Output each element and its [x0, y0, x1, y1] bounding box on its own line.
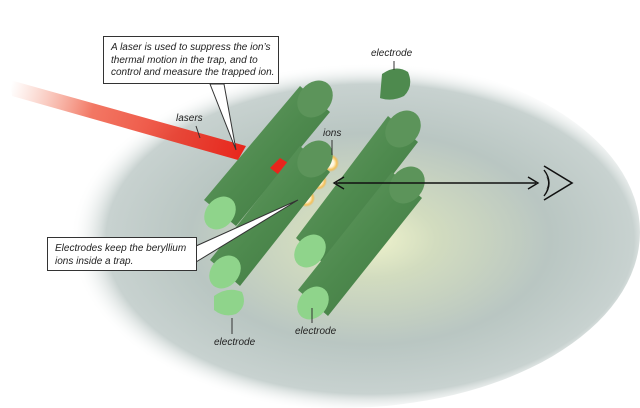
electrode-rod-back-right: [294, 110, 421, 268]
callout-laser-line: control and measure the trapped ion.: [111, 67, 275, 78]
callout-electrodes: Electrodes keep the beryllium ions insid…: [47, 237, 197, 271]
laser-beam: [10, 80, 246, 160]
callout-electrodes-line: Electrodes keep the beryllium: [55, 243, 187, 254]
label-electrode-bottom-right: electrode: [295, 326, 337, 337]
callout-electrodes-line: ions inside a trap.: [55, 255, 134, 267]
electrode-rod-front-right: [297, 166, 425, 320]
electrode-cap-top: [380, 68, 411, 100]
label-electrode-top: electrode: [371, 48, 413, 59]
callout-laser-pointer: [209, 83, 237, 151]
leader-lasers: [195, 125, 201, 139]
label-lasers: lasers: [176, 113, 203, 124]
electrode-rod-back-left: [204, 80, 333, 230]
callout-laser: A laser is used to suppress the ion’s th…: [103, 36, 279, 84]
label-ions: ions: [323, 128, 342, 139]
eye-icon: [543, 165, 574, 201]
callout-laser-line: A laser is used to suppress the ion’s: [111, 42, 271, 53]
callout-laser-line: thermal motion in the trap, and to: [111, 54, 258, 66]
electrode-cap-bottom: [214, 289, 244, 316]
label-electrode-bottom-left: electrode: [214, 337, 256, 348]
double-arrow-icon: [332, 176, 540, 190]
